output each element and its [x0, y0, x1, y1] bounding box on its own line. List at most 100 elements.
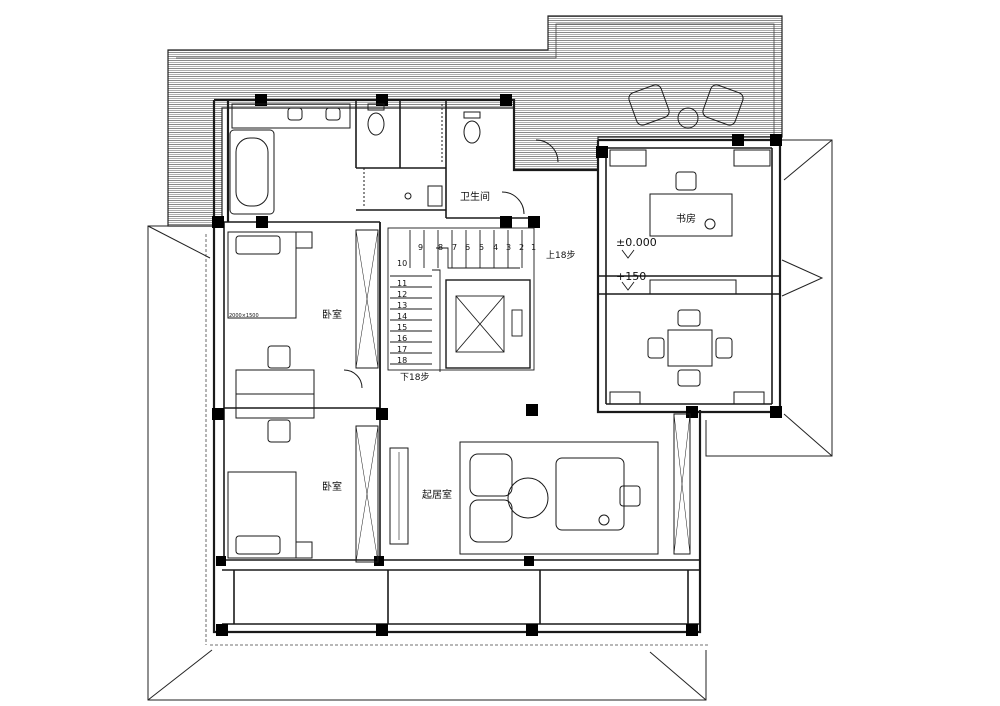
room-label-study: 书房: [676, 212, 696, 225]
stair-step-number: 2: [519, 243, 524, 252]
toilet-tank: [367, 103, 385, 111]
side-table: [677, 107, 699, 129]
armchair: [469, 499, 513, 543]
lounge-chair: [628, 84, 670, 126]
toilet: [463, 120, 481, 144]
desk: [235, 369, 315, 395]
living-room-furniture: [389, 139, 691, 555]
chair: [267, 345, 291, 369]
stair-step-number: 14: [397, 312, 407, 321]
lamp: [704, 218, 716, 230]
column: [255, 94, 267, 106]
stair-step-number: 12: [397, 290, 407, 299]
structural-columns: [212, 94, 782, 636]
toilet: [367, 112, 385, 136]
column: [500, 216, 512, 228]
column: [524, 556, 534, 566]
column: [732, 134, 744, 146]
stair-step-number: 5: [479, 243, 484, 252]
washbasin-small: [427, 185, 443, 207]
column: [528, 216, 540, 228]
stair-step-number: 7: [452, 243, 457, 252]
tv-cabinet: [389, 447, 409, 545]
bedroom-furniture: [227, 229, 379, 563]
room-label-living-room: 起居室: [422, 488, 452, 501]
column: [500, 94, 512, 106]
column: [686, 406, 698, 418]
coffee-table: [507, 477, 549, 519]
stair-step-number: 1: [531, 243, 536, 252]
lamp: [598, 514, 610, 526]
column: [376, 408, 388, 420]
column: [526, 624, 538, 636]
stair-step-number: 8: [438, 243, 443, 252]
study-dining-furniture: [609, 84, 771, 405]
floor-drain: [404, 192, 412, 200]
column: [686, 624, 698, 636]
stair-step-number: 3: [506, 243, 511, 252]
level-marker: [621, 281, 635, 291]
stair-step-number: 17: [397, 345, 407, 354]
bed: [227, 231, 297, 319]
level-label-dining: +150: [616, 270, 646, 283]
study-chair: [675, 171, 697, 191]
sofa: [555, 457, 625, 531]
stair-step-number: 16: [397, 334, 407, 343]
dining-table: [667, 329, 713, 367]
chair: [267, 419, 291, 443]
bed: [227, 471, 297, 559]
stair-step-number: 13: [397, 301, 407, 310]
lounge-chair: [702, 84, 744, 126]
study-desk: [649, 193, 733, 237]
room-label-bedroom-upper: 卧室: [322, 308, 342, 321]
stair-step-number: 6: [465, 243, 470, 252]
stair-step-number: 9: [418, 243, 423, 252]
toilet-tank: [463, 111, 481, 119]
bathtub-basin: [235, 137, 269, 207]
column: [216, 624, 228, 636]
nightstand: [295, 231, 313, 249]
column: [212, 408, 224, 420]
shelf: [673, 413, 691, 555]
stair-step-number: 18: [397, 356, 407, 365]
bathtub: [229, 129, 275, 215]
pillow: [235, 535, 281, 555]
stair-step-number: 11: [397, 279, 407, 288]
column: [376, 94, 388, 106]
rug: [459, 441, 659, 555]
column: [256, 216, 268, 228]
column: [770, 134, 782, 146]
interior-walls: [214, 100, 780, 625]
armchair: [469, 453, 513, 497]
washbasin: [287, 107, 303, 121]
dining-chair: [677, 309, 701, 327]
dining-chair: [715, 337, 733, 359]
column: [526, 404, 538, 416]
column: [374, 556, 384, 566]
stair-step-number: 10: [397, 259, 407, 268]
bed-dimension: 2000×1500: [229, 313, 259, 319]
stair-top-run-numbers: 9 8 7 6 5 4 3 2 1: [418, 243, 536, 252]
column: [596, 146, 608, 158]
chair: [619, 485, 641, 507]
washbasin: [325, 107, 341, 121]
column: [770, 406, 782, 418]
desk: [235, 393, 315, 419]
dining-chair: [677, 369, 701, 387]
stair-step-number: 15: [397, 323, 407, 332]
room-label-bedroom-lower: 卧室: [322, 480, 342, 493]
column: [216, 556, 226, 566]
level-label-study: ±0.000: [616, 236, 657, 249]
vanity-counter: [231, 103, 351, 129]
pillow: [235, 235, 281, 255]
level-marker: [621, 249, 635, 259]
stair-side-run-numbers: 10 11 12 13 14 15 16 17 18: [397, 259, 407, 365]
column: [212, 216, 224, 228]
stair-up-label: 上18步: [546, 250, 575, 261]
stair-step-number: 4: [493, 243, 498, 252]
dining-chair: [647, 337, 665, 359]
nightstand: [295, 541, 313, 559]
staircase: [387, 227, 535, 372]
